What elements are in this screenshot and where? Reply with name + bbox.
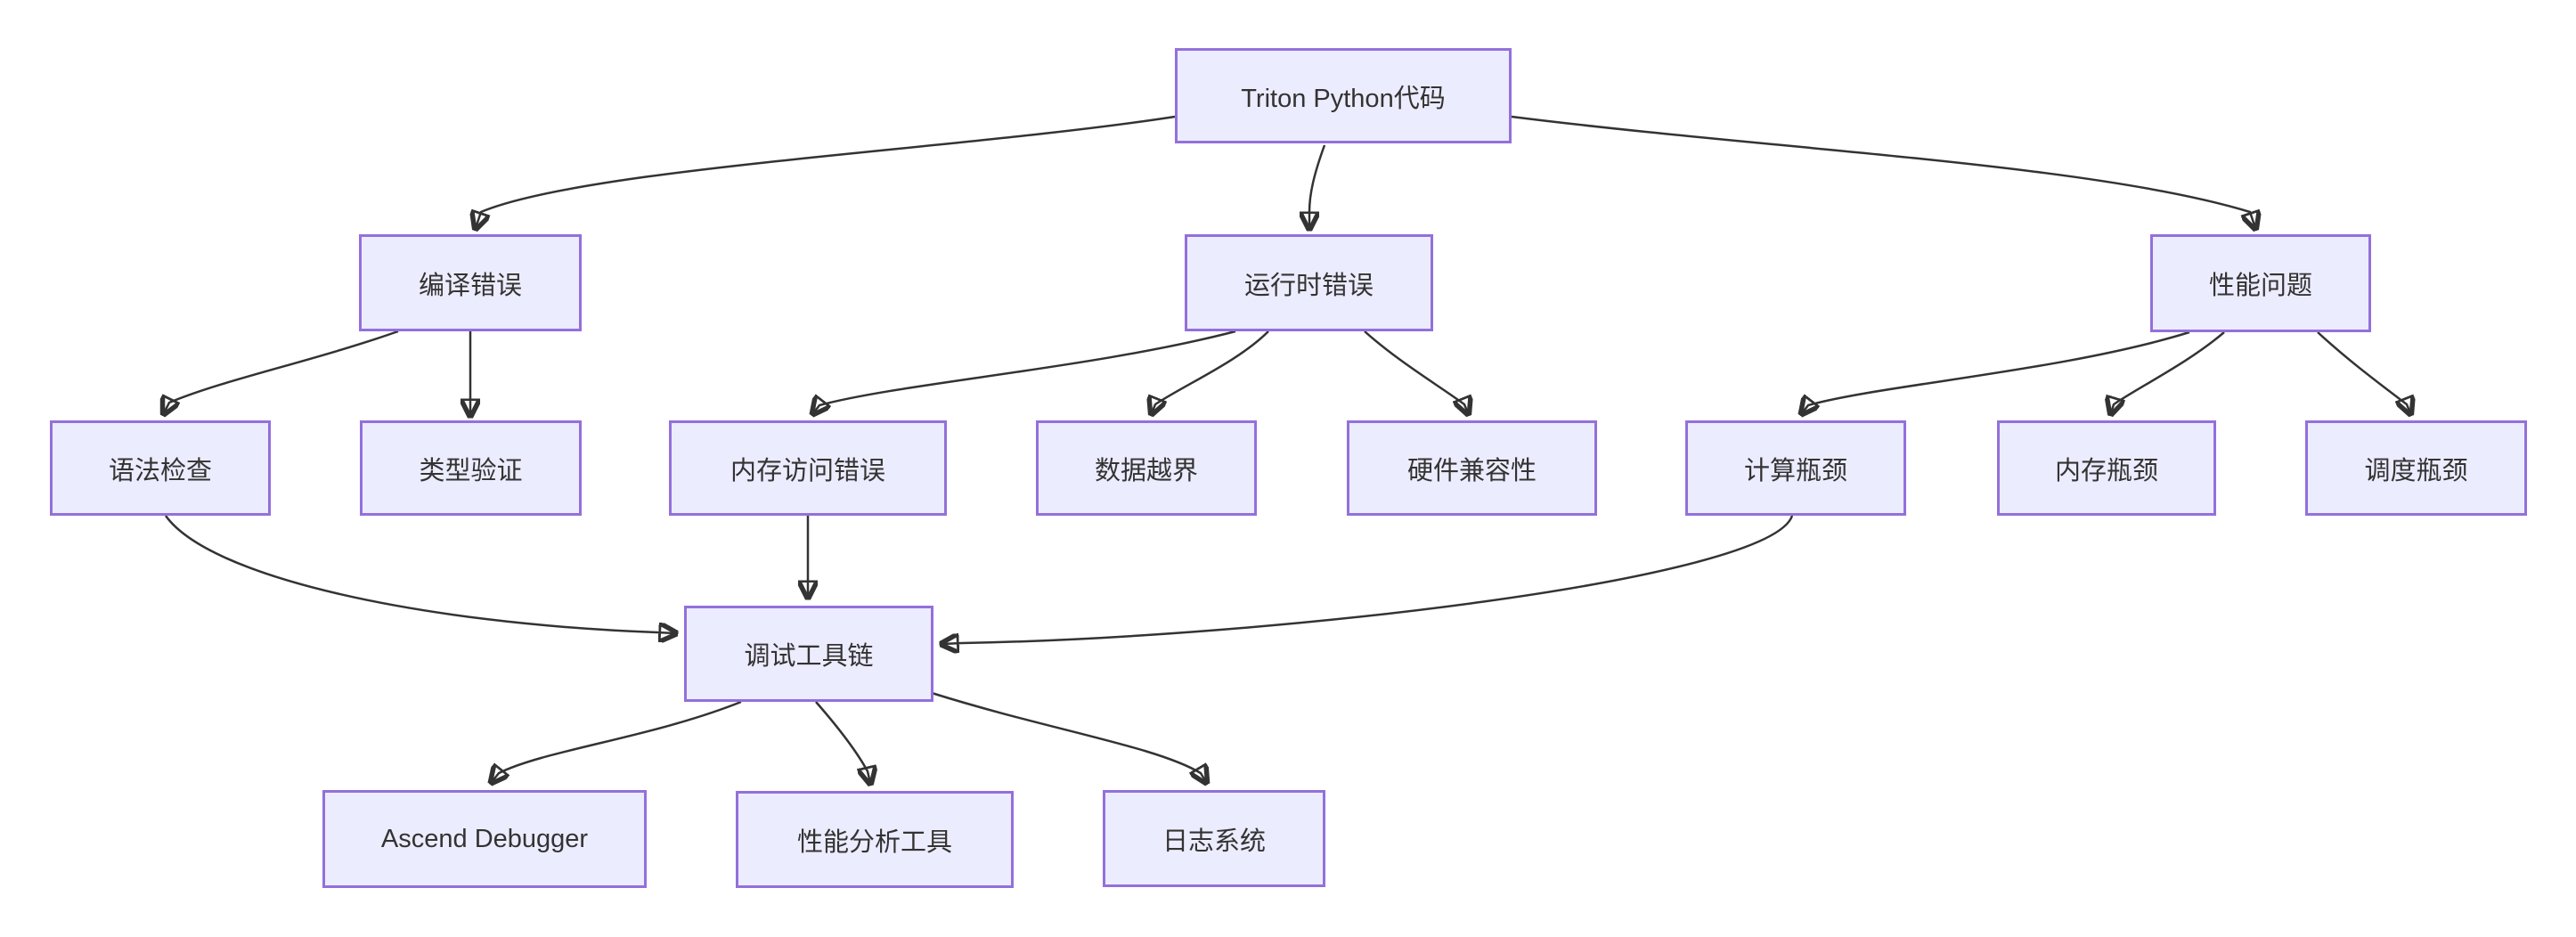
node-label: 硬件兼容性	[1406, 456, 1537, 485]
edge-runtime-to-memory-access-error	[813, 330, 1236, 413]
edge-runtime-to-hardware-compatibility	[1364, 330, 1468, 413]
node-label: 编译错误	[418, 271, 522, 300]
edge-compute-bottleneck-to-debug-toolchain	[942, 515, 1794, 644]
edge-performance-to-compute-bottleneck	[1802, 330, 2190, 413]
edge-triton-to-runtime-errors	[1309, 144, 1326, 228]
node-label: 调试工具链	[744, 642, 874, 671]
edge-triton-to-compile-errors	[476, 115, 1176, 228]
node-syntax-check: 语法检查	[50, 420, 271, 516]
node-label: 语法检查	[108, 456, 212, 485]
edge-performance-to-memory-bottleneck	[2111, 331, 2225, 413]
edge-compile-to-syntax-check	[164, 330, 399, 413]
edge-triton-to-performance-issues	[1511, 115, 2255, 228]
node-perf-analysis-tools: 性能分析工具	[736, 791, 1014, 888]
node-label: 性能分析工具	[796, 827, 952, 857]
node-hardware-compatibility: 硬件兼容性	[1347, 420, 1597, 516]
node-memory-access-error: 内存访问错误	[669, 420, 947, 516]
node-debug-toolchain: 调试工具链	[684, 606, 933, 702]
node-memory-bottleneck: 内存瓶颈	[1997, 420, 2216, 516]
node-label: 类型验证	[419, 456, 523, 485]
node-data-out-of-bounds: 数据越界	[1036, 420, 1257, 516]
node-label: 性能问题	[2208, 272, 2312, 300]
node-compile-errors: 编译错误	[359, 234, 582, 331]
node-triton-python-code: Triton Python代码	[1175, 48, 1512, 143]
node-scheduling-bottleneck: 调度瓶颈	[2305, 420, 2527, 516]
node-label: 数据越界	[1094, 456, 1198, 485]
node-label: 内存访问错误	[730, 456, 885, 485]
node-label: 调度瓶颈	[2364, 456, 2468, 485]
edge-debug-toolchain-to-log-system	[931, 691, 1206, 782]
node-label: Triton Python代码	[1241, 84, 1446, 113]
node-label: 内存瓶颈	[2054, 456, 2158, 485]
edge-performance-to-scheduling-bottleneck	[2317, 331, 2410, 413]
edge-syntax-check-to-debug-toolchain	[164, 515, 675, 633]
node-label: 计算瓶颈	[1743, 456, 1847, 485]
node-type-validation: 类型验证	[360, 420, 582, 516]
node-label: 运行时错误	[1243, 271, 1374, 300]
node-compute-bottleneck: 计算瓶颈	[1685, 420, 1906, 516]
edge-debug-toolchain-to-ascend-debugger	[492, 700, 742, 782]
node-label: 日志系统	[1162, 827, 1266, 856]
edge-runtime-to-data-out-of-bounds	[1152, 330, 1269, 413]
edge-debug-toolchain-to-perf-analysis-tools	[815, 701, 870, 783]
node-label: Ascend Debugger	[380, 824, 589, 853]
node-performance-issues: 性能问题	[2150, 234, 2371, 332]
node-runtime-errors: 运行时错误	[1185, 234, 1433, 331]
node-ascend-debugger: Ascend Debugger	[322, 790, 647, 888]
node-log-system: 日志系统	[1103, 790, 1325, 887]
